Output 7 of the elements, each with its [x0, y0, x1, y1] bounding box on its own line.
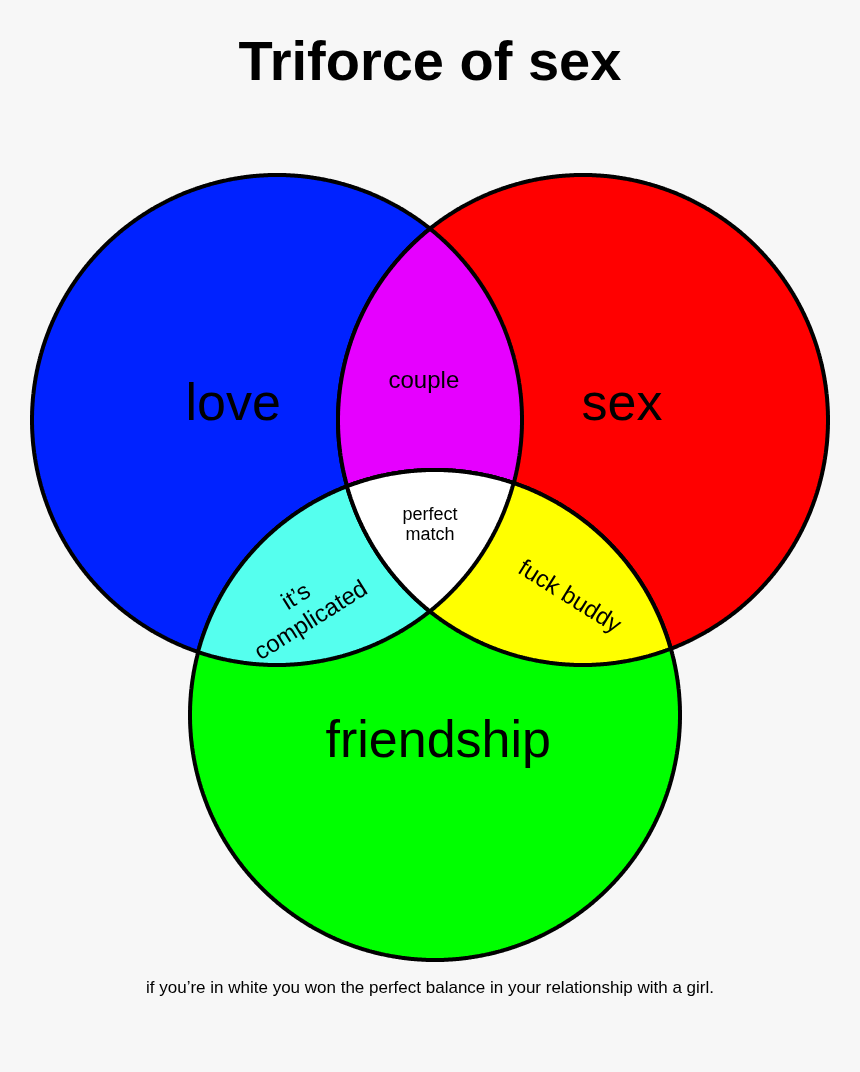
- region-label: perfect match: [401, 503, 459, 545]
- region-label: friendship: [325, 710, 551, 770]
- caption: if you’re in white you won the perfect balance in your relationship with a girl.: [145, 978, 715, 998]
- title: Triforce of sex: [237, 28, 623, 93]
- region-label: love: [185, 373, 281, 433]
- region-label: couple: [388, 366, 460, 394]
- region-label: sex: [581, 373, 663, 433]
